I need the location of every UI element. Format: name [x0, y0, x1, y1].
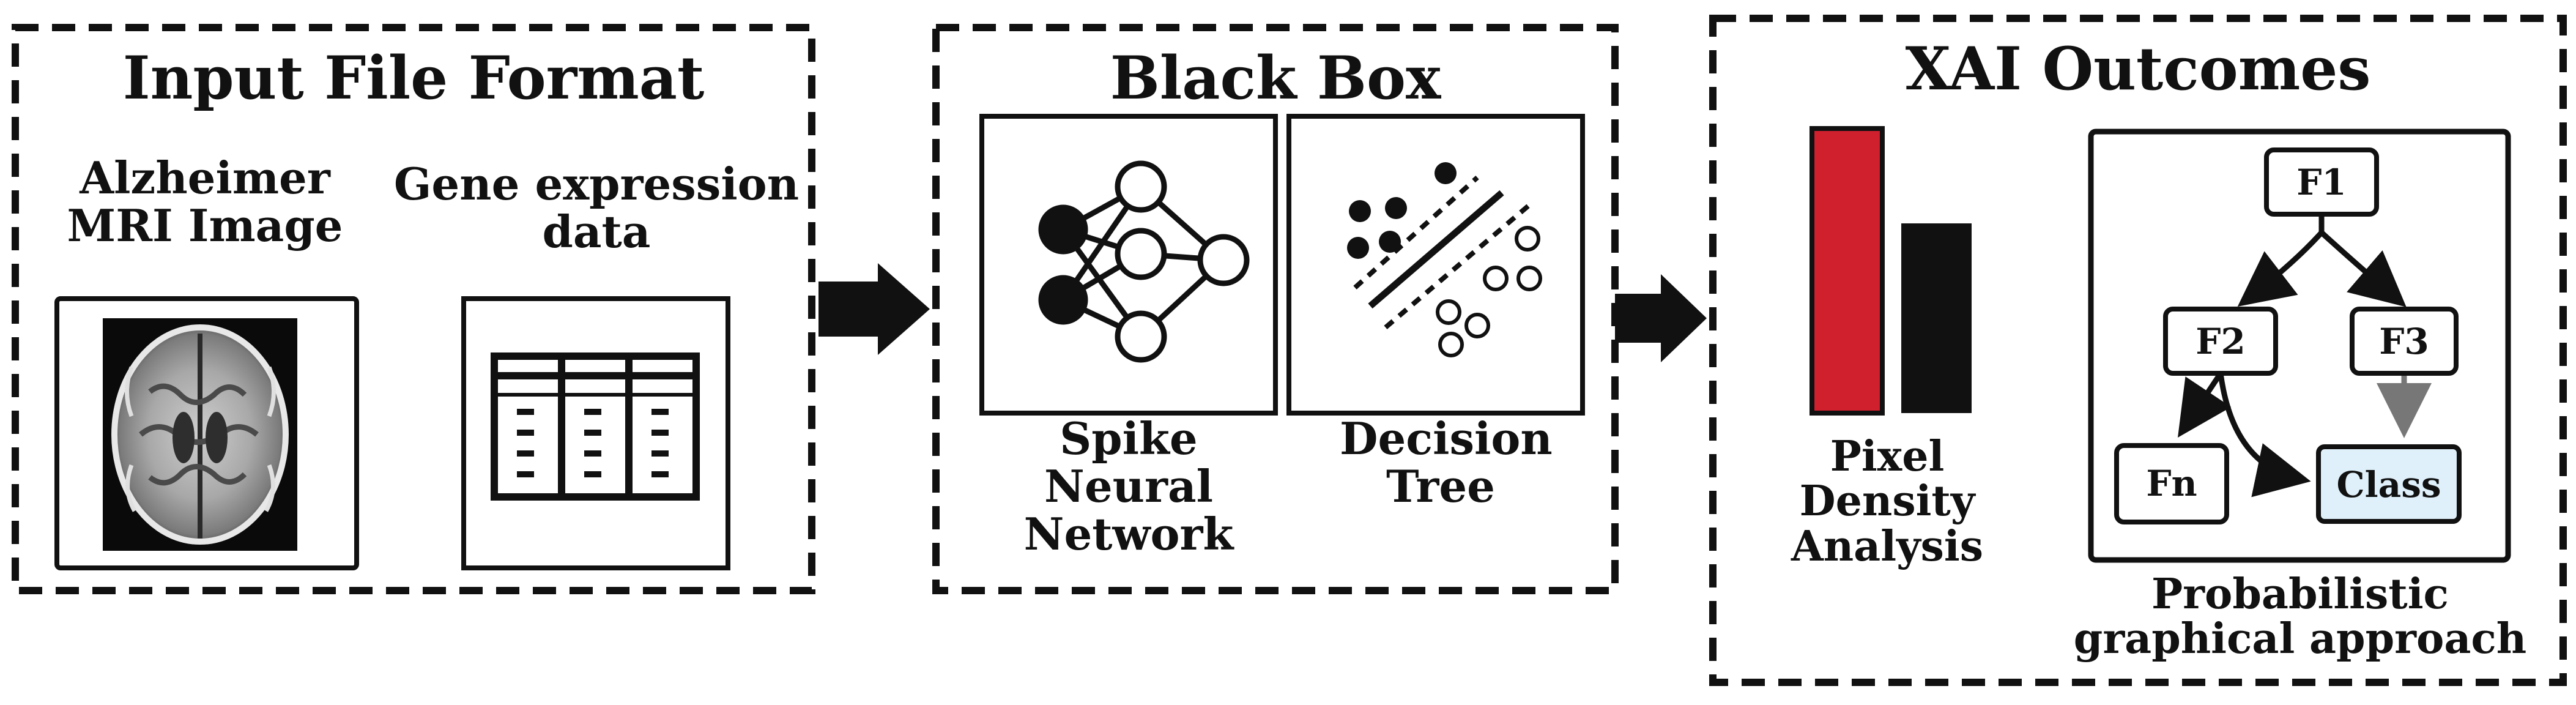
- flow-arrow-1: [818, 263, 930, 355]
- node-class: [2316, 444, 2462, 524]
- node-f1-label: F1: [2296, 162, 2347, 203]
- xai-panel-title: XAI Outcomes: [1905, 34, 2371, 103]
- black-density-bar: [1901, 223, 1972, 413]
- node-f2: [2163, 307, 2278, 376]
- node-f1: [2264, 147, 2379, 217]
- input-panel: [12, 24, 815, 594]
- brain-mri-icon: [103, 318, 297, 551]
- pixel-density-label: Pixel Density Analysis: [1791, 432, 1983, 571]
- gene-expression-label: Gene expression data: [393, 158, 800, 258]
- node-f2-label: F2: [2196, 321, 2246, 362]
- input-panel-title: Input File Format: [122, 43, 705, 113]
- flow-arrow-2: [1615, 274, 1707, 362]
- neural-network-icon: [1038, 160, 1250, 363]
- dt-label: Decision Tree: [1340, 412, 1553, 512]
- node-f3-label: F3: [2379, 321, 2429, 362]
- node-class-label: Class: [2336, 464, 2441, 505]
- red-density-bar: [1810, 126, 1885, 416]
- mri-label: Alzheimer MRI Image: [67, 152, 343, 252]
- blackbox-panel-title: Black Box: [1110, 43, 1441, 113]
- node-fn: [2114, 443, 2229, 524]
- node-fn-label: Fn: [2146, 463, 2197, 504]
- table-icon: [491, 352, 700, 501]
- decision-boundary-icon: [1347, 162, 1542, 357]
- node-f3: [2350, 307, 2459, 376]
- snn-label: Spike Neural Network: [1023, 412, 1234, 560]
- xai-panel: [1709, 15, 2567, 686]
- pgm-label: Probabilistic graphical approach: [2073, 570, 2527, 664]
- dt-frame: [1286, 114, 1585, 416]
- pgm-graph: F1 F2 F3 Fn Class: [2114, 147, 2462, 524]
